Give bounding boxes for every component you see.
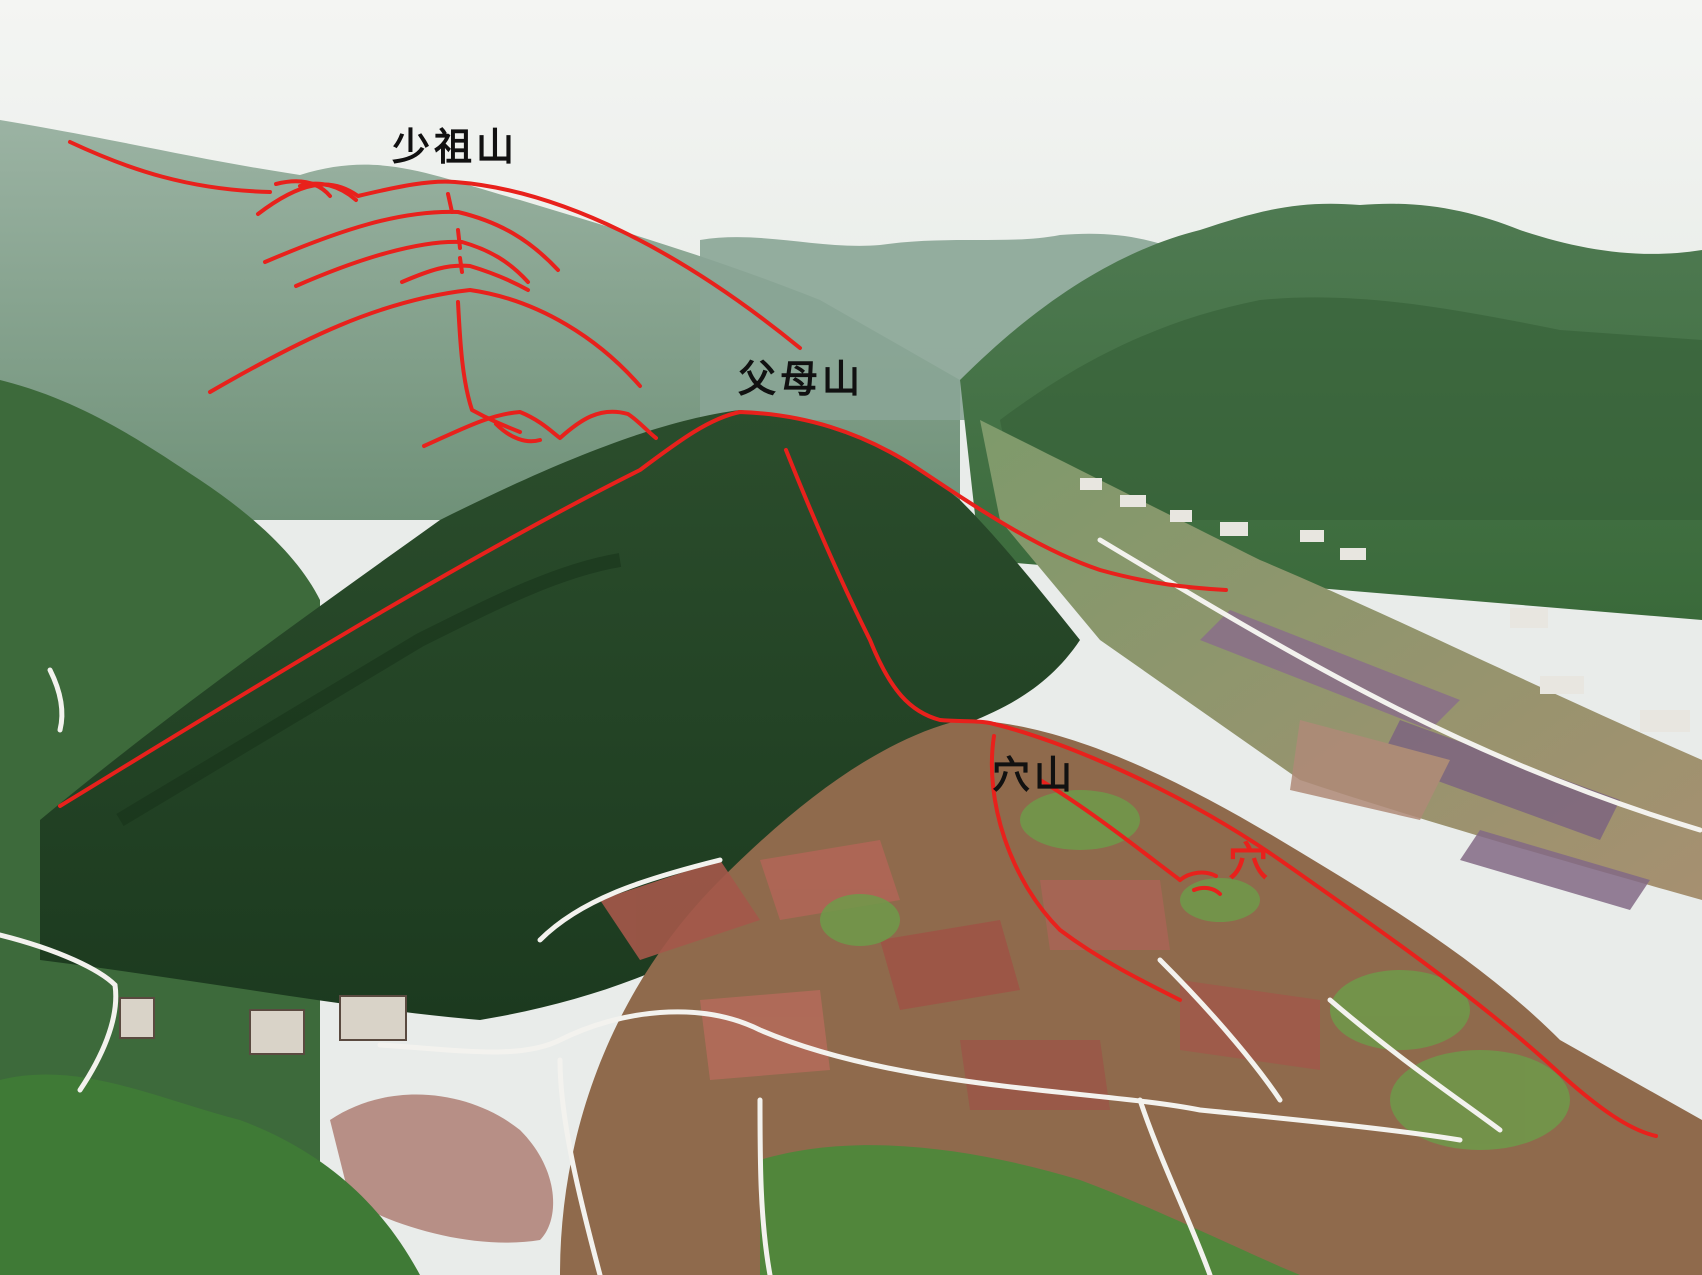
label-shaozu-shan: 少祖山 bbox=[392, 124, 519, 169]
forest-texture bbox=[116, 553, 622, 827]
shaozu-ridge-5 bbox=[208, 288, 642, 394]
label-fumu-shan: 父母山 bbox=[738, 356, 865, 401]
label-xue-shan: 穴山 bbox=[992, 752, 1077, 797]
farmhouses bbox=[119, 995, 407, 1055]
terraced-red-fields bbox=[600, 840, 1320, 1110]
label-xue: 穴 bbox=[1228, 838, 1268, 885]
connector-curls bbox=[422, 409, 658, 448]
shaozu-far-ridge bbox=[68, 140, 272, 194]
shaozu-curl-2 bbox=[274, 179, 332, 198]
shaozu-curl-1 bbox=[298, 181, 358, 202]
xue-shan-inner bbox=[1038, 778, 1182, 882]
shaozu-spine bbox=[446, 192, 522, 434]
xue-shan-outer bbox=[992, 722, 1658, 1138]
green-patches bbox=[820, 790, 1570, 1150]
annotation-lines bbox=[58, 140, 1658, 1138]
shaozu-ridge-2 bbox=[263, 209, 560, 272]
foreground-trees bbox=[0, 1074, 420, 1275]
xue-curl bbox=[1178, 870, 1222, 896]
foreground-trees-center bbox=[760, 1145, 1300, 1275]
shaozu-ridge-3 bbox=[294, 239, 530, 288]
connector-hook bbox=[494, 422, 542, 444]
roads bbox=[0, 537, 1702, 1275]
xue-shan-inner-left bbox=[989, 734, 1182, 1002]
fumu-mountain-forest bbox=[40, 410, 1080, 1020]
valley-fields bbox=[1200, 610, 1650, 910]
pond bbox=[330, 1094, 554, 1243]
village-houses bbox=[1080, 478, 1690, 732]
right-ridge-shadow bbox=[1000, 297, 1702, 520]
fumu-spine bbox=[784, 448, 996, 726]
fumu-ridge bbox=[58, 410, 1228, 808]
shaozu-ridge-4 bbox=[400, 263, 530, 292]
